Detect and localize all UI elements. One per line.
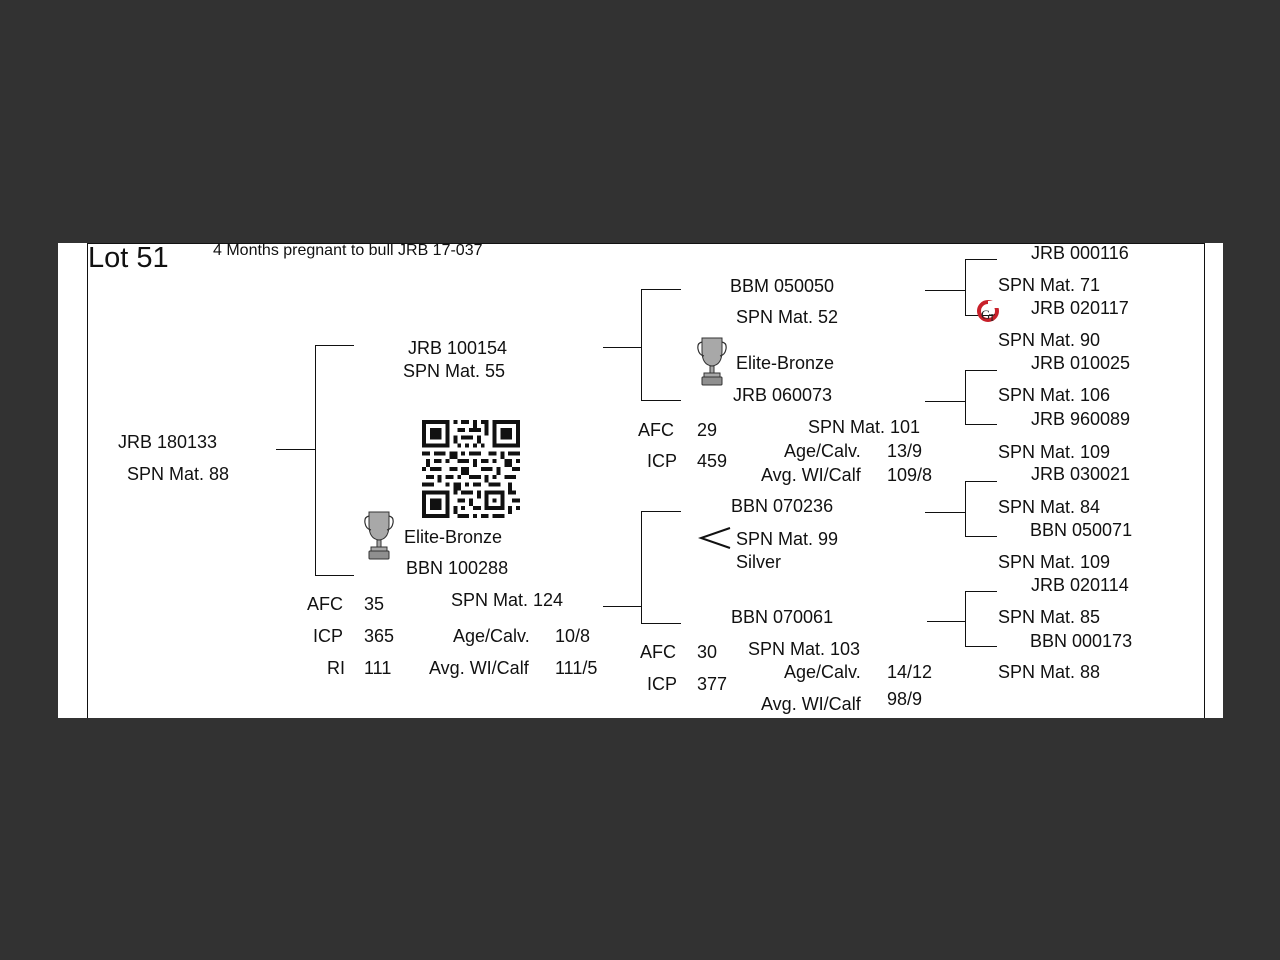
connector-line [965,646,997,647]
sheet-top-border [87,243,1204,244]
connector-line [965,259,966,315]
connector-line [641,289,642,400]
gen3-spn-5: SPN Mat. 84 [998,497,1101,517]
ds-award: Silver [736,552,782,572]
dam-icp-value: 365 [364,626,395,646]
connector-line [641,289,681,290]
gen3-id-8: BBN 000173 [1030,631,1133,651]
sd-afc-label: AFC [638,420,674,440]
dd-agecalv-value: 14/12 [887,662,933,682]
sheet-left-border [87,243,88,718]
gen3-spn-3: SPN Mat. 106 [998,385,1111,405]
connector-line [641,400,681,401]
gen3-spn-1: SPN Mat. 71 [998,275,1101,295]
connector-line [965,481,997,482]
connector-line [603,347,641,348]
gen3-spn-6: SPN Mat. 109 [998,552,1111,572]
connector-line [641,623,681,624]
connector-line [965,259,997,260]
dd-avgwi-value: 98/9 [887,689,923,709]
gen3-id-1: JRB 000116 [1031,243,1129,263]
connector-line [965,481,966,536]
dam-afc-label: AFC [307,594,343,614]
dam-ri-label: RI [327,658,345,678]
dd-avgwi-label: Avg. WI/Calf [761,694,861,714]
connector-line [965,591,997,592]
svg-text:T: T [989,313,995,324]
gen3-spn-2: SPN Mat. 90 [998,330,1101,350]
dd-icp-value: 377 [697,674,728,694]
gen3-id-3: JRB 010025 [1031,353,1131,373]
sd-icp-value: 459 [697,451,728,471]
connector-line [925,401,965,402]
connector-line [276,449,315,450]
less-than-bracket-icon [698,527,731,549]
dam-avgwi-value: 111/5 [555,658,598,678]
connector-line [965,591,966,646]
dam-agecalv-value: 10/8 [555,626,591,646]
trophy-icon [364,511,394,560]
pedigree-sheet: Lot 51 4 Months pregnant to bull JRB 17-… [58,243,1223,718]
sheet-right-border [1204,243,1205,718]
gen3-spn-4: SPN Mat. 109 [998,442,1111,462]
trophy-icon [697,337,727,386]
connector-line [927,621,965,622]
animal-spn: SPN Mat. 88 [127,464,230,484]
connector-line [965,370,966,424]
lot-title: Lot 51 [88,243,169,274]
gen3-spn-8: SPN Mat. 88 [998,662,1101,682]
sd-award: Elite-Bronze [736,353,835,373]
dam-avgwi-label: Avg. WI/Calf [429,658,529,678]
dam-afc-value: 35 [364,594,385,614]
sd-agecalv-label: Age/Calv. [784,441,861,461]
sd-afc-value: 29 [697,420,718,440]
connector-line [315,575,354,576]
ds-spn: SPN Mat. 99 [736,529,839,549]
sire-id: JRB 100154 [408,338,508,358]
connector-line [965,536,997,537]
lot-note: 4 Months pregnant to bull JRB 17-037 [213,243,483,259]
dd-id: BBN 070061 [731,607,834,627]
connector-line [965,370,997,371]
ss-id: BBM 050050 [730,276,835,296]
sire-spn: SPN Mat. 55 [403,361,506,381]
sd-avgwi-label: Avg. WI/Calf [761,465,861,485]
gt-logo-icon: G T [977,300,999,324]
connector-line [641,511,642,623]
dam-spn: SPN Mat. 124 [451,590,564,610]
dd-afc-value: 30 [697,642,718,662]
gen3-id-5: JRB 030021 [1031,464,1131,484]
connector-line [965,424,997,425]
gen3-id-6: BBN 050071 [1030,520,1133,540]
qr-code-icon [422,420,520,518]
gen3-spn-7: SPN Mat. 85 [998,607,1101,627]
sd-agecalv-value: 13/9 [887,441,923,461]
sd-icp-label: ICP [647,451,678,471]
dam-icp-label: ICP [313,626,344,646]
connector-line [315,345,316,575]
dam-award: Elite-Bronze [404,527,503,547]
dd-icp-label: ICP [647,674,678,694]
connector-line [925,290,965,291]
dd-spn: SPN Mat. 103 [748,639,861,659]
connector-line [925,512,965,513]
connector-line [641,511,681,512]
gen3-id-4: JRB 960089 [1031,409,1131,429]
dd-agecalv-label: Age/Calv. [784,662,861,682]
sd-id: JRB 060073 [733,385,833,405]
ds-id: BBN 070236 [731,496,834,516]
dam-agecalv-label: Age/Calv. [453,626,530,646]
dam-id: BBN 100288 [406,558,509,578]
animal-id: JRB 180133 [118,432,218,452]
sd-spn: SPN Mat. 101 [808,417,921,437]
ss-spn: SPN Mat. 52 [736,307,839,327]
connector-line [603,606,641,607]
gen3-id-7: JRB 020114 [1031,575,1129,595]
connector-line [315,345,354,346]
gen3-id-2: JRB 020117 [1031,298,1129,318]
dam-ri-value: 111 [364,658,392,678]
sd-avgwi-value: 109/8 [887,465,933,485]
svg-text:G: G [981,307,990,322]
dd-afc-label: AFC [640,642,676,662]
